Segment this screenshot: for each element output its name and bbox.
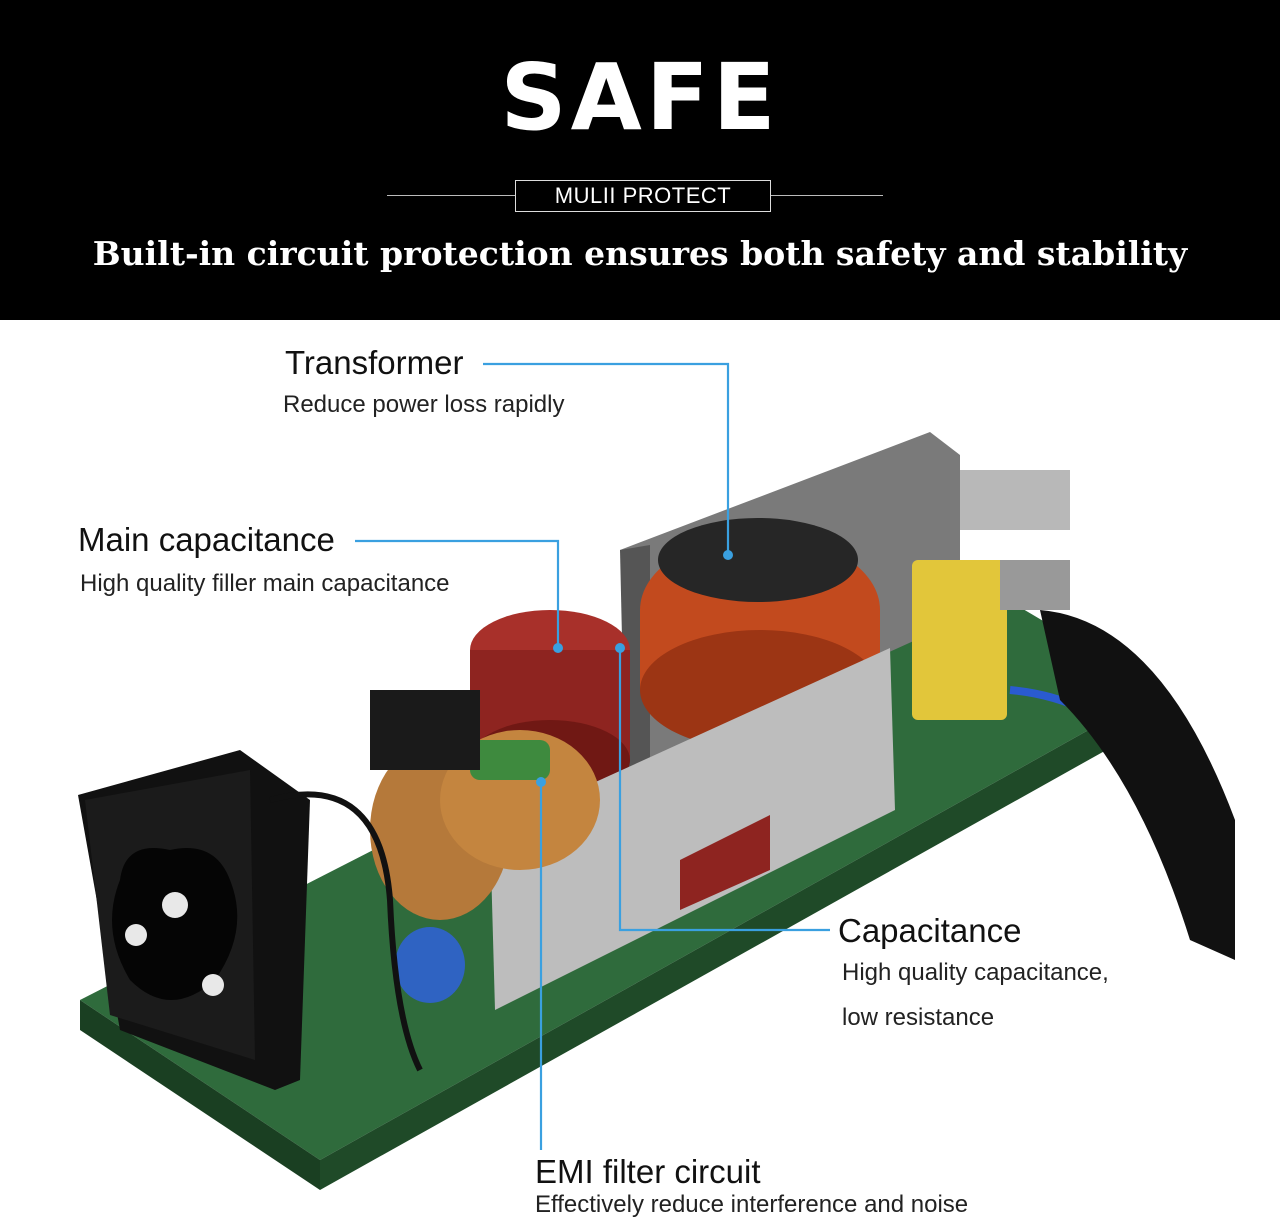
transformer-leader [483, 362, 730, 555]
transformer-title: Transformer [285, 344, 464, 381]
yellow-capacitor [912, 560, 1007, 720]
transformer-desc: Reduce power loss rapidly [283, 391, 565, 418]
dc-cable [1040, 610, 1235, 960]
main-cap-title: Main capacitance [78, 521, 335, 558]
power-board-illustration: Transformer Reduce power loss rapidly Ma… [0, 320, 1280, 1224]
transformer-core [658, 518, 858, 602]
emi-title: EMI filter circuit [535, 1153, 761, 1190]
capacitance-desc-2: low resistance [842, 1004, 995, 1031]
main-cap-leader [355, 539, 560, 648]
emi-desc: Effectively reduce interference and nois… [535, 1191, 969, 1218]
header-banner: SAFE MULII PROTECT Built-in circuit prot… [0, 0, 1280, 320]
main-cap-desc: High quality filler main capacitance [80, 570, 450, 597]
circuit-board-drawing [78, 362, 1235, 1190]
divider-right [770, 195, 883, 196]
divider-left [387, 195, 515, 196]
capacitance-title: Capacitance [838, 912, 1022, 949]
capacitance-desc-1: High quality capacitance, [842, 959, 1109, 986]
pcb-edge [320, 690, 1160, 1190]
safe-logo: SAFE [500, 44, 780, 151]
blue-ceramic-capacitor [395, 927, 465, 1003]
protect-badge: MULII PROTECT [515, 180, 771, 212]
tagline: Built-in circuit protection ensures both… [92, 234, 1188, 273]
front-shield [490, 648, 895, 1010]
output-connector [960, 470, 1070, 530]
capacitance-leader [618, 648, 830, 932]
